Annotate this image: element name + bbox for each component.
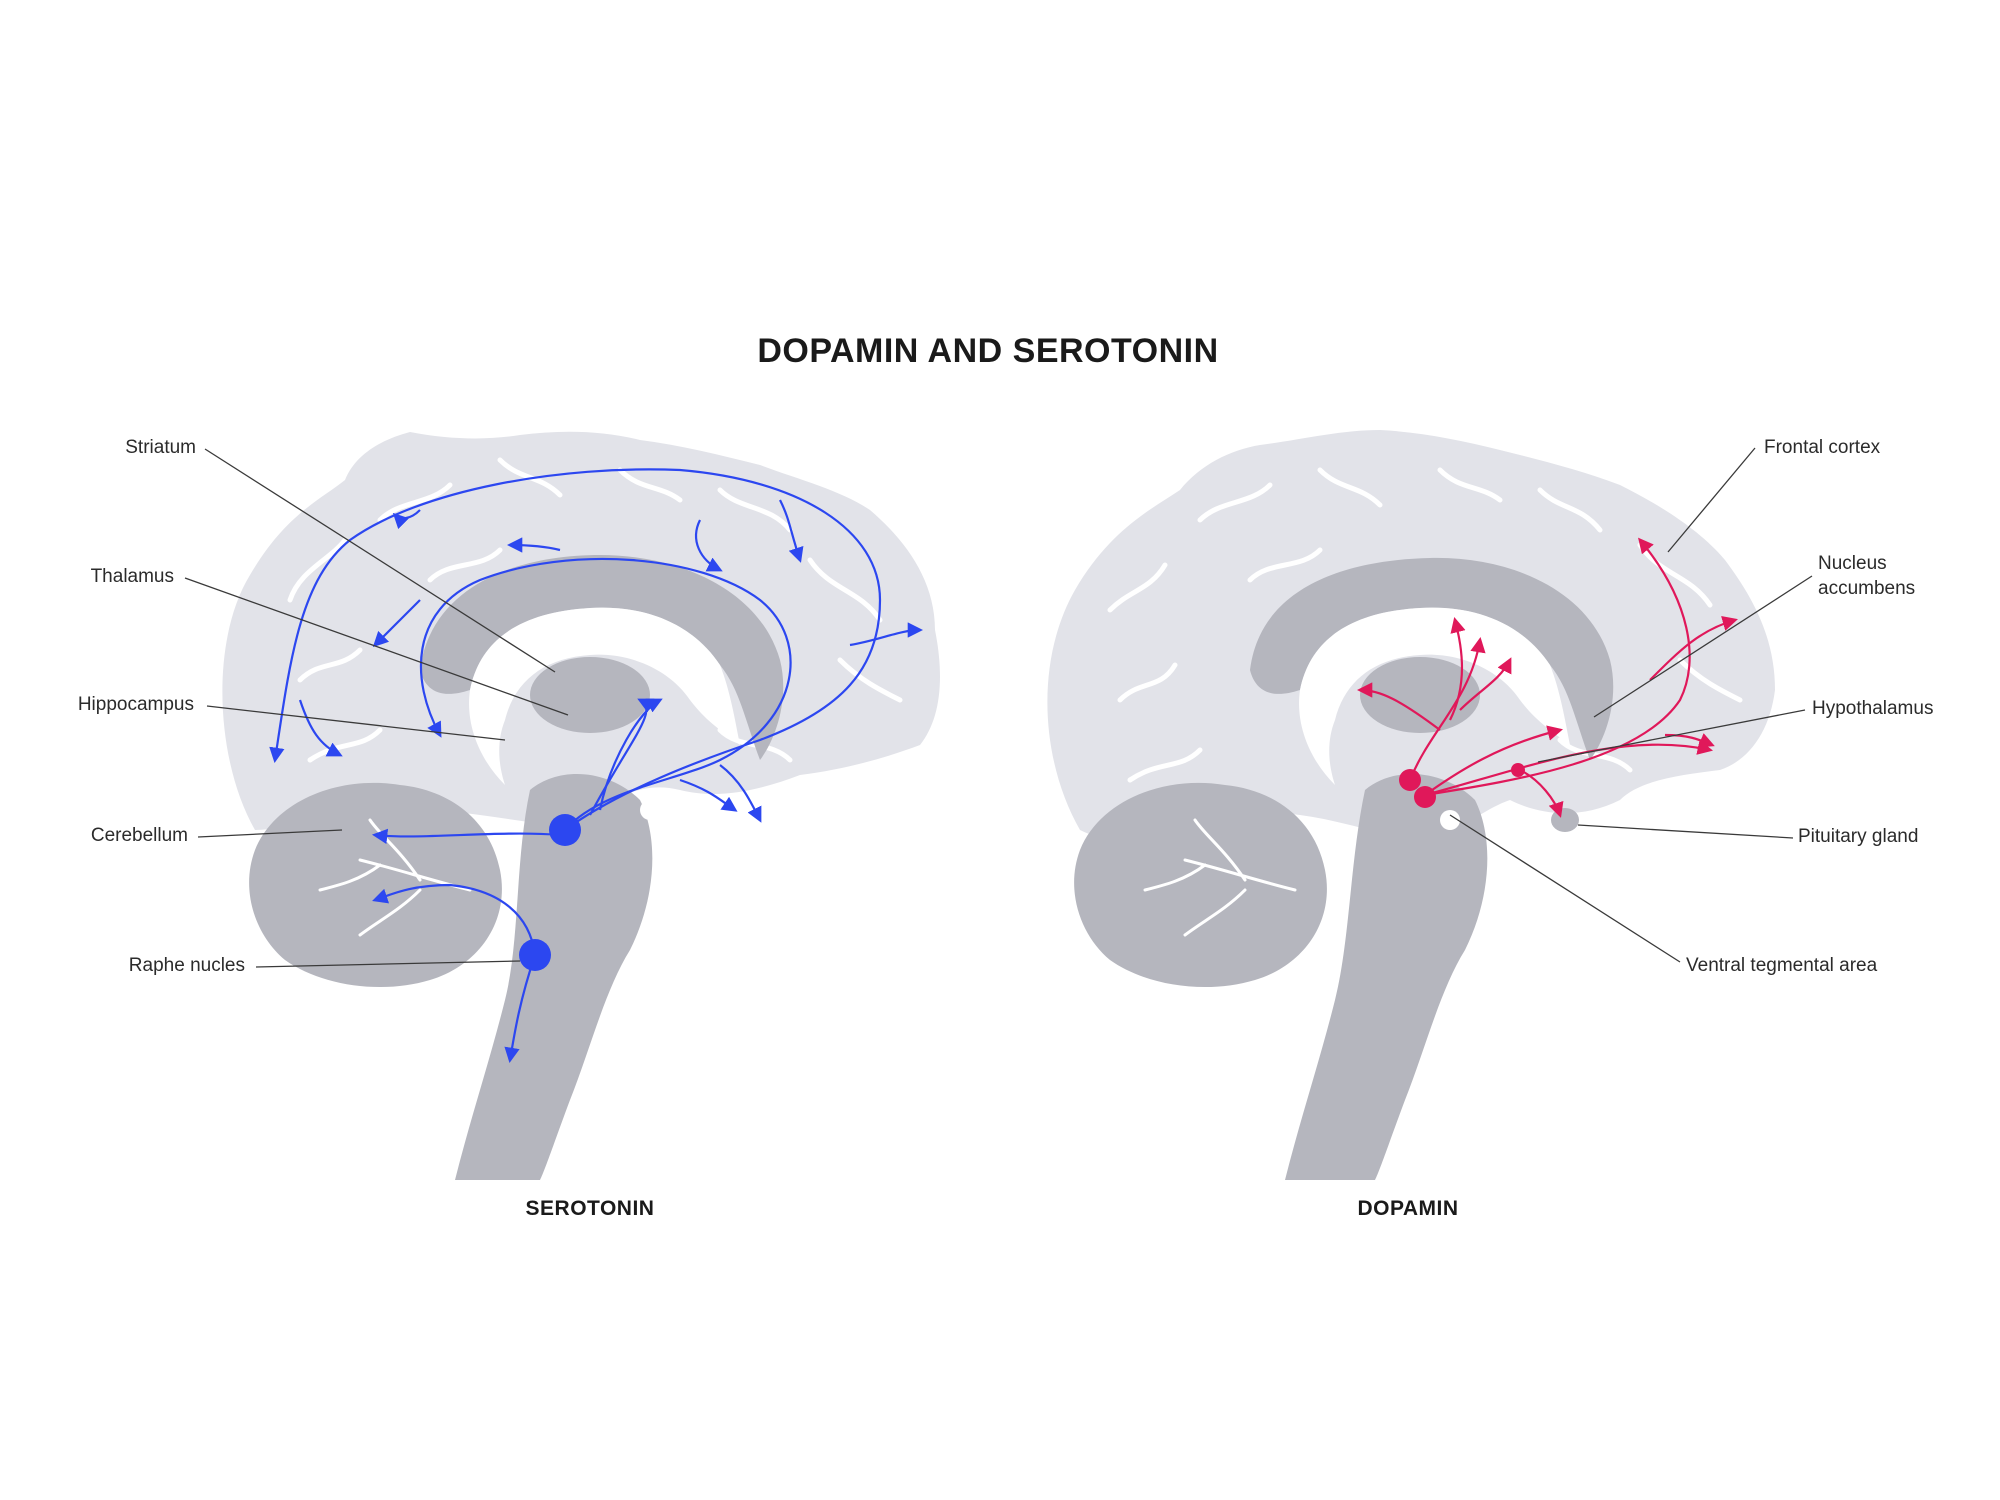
serotonin-branch-1	[849, 622, 924, 647]
dopamin-brainstem	[1285, 773, 1488, 1180]
dopamin-path-up-2	[1459, 657, 1512, 711]
serotonin-mammillary	[640, 800, 660, 820]
serotonin-branch-4	[506, 537, 561, 553]
serotonin-branch-6	[372, 599, 421, 648]
serotonin-source-node-upper	[549, 814, 581, 846]
serotonin-source-node-raphe	[519, 939, 551, 971]
dopamin-path-up-1	[1408, 636, 1486, 781]
leader-nucleus-accumbens	[1593, 575, 1813, 718]
dopamin-thalamus	[1360, 657, 1480, 733]
dopamin-path-frontal	[1424, 537, 1691, 797]
dopamin-leaders	[1449, 447, 1813, 963]
label-ventral-tegmental-area: Ventral tegmental area	[1686, 955, 1878, 976]
serotonin-brainstem	[455, 773, 653, 1180]
serotonin-thalamus	[530, 657, 650, 733]
dopamin-mammillary	[1440, 810, 1460, 830]
serotonin-path-outer	[269, 468, 882, 831]
leader-striatum	[204, 448, 556, 673]
serotonin-pathways	[269, 468, 924, 1064]
leader-hypothalamus	[1537, 709, 1806, 763]
serotonin-ventricle	[469, 607, 740, 785]
dopamin-pituitary-gland	[1551, 808, 1579, 832]
dopamin-gyri	[1107, 467, 1743, 783]
dopamin-path-up-4	[1449, 617, 1466, 721]
serotonin-caption: SEROTONIN	[526, 1197, 655, 1220]
serotonin-branch-3	[695, 519, 723, 572]
serotonin-corpus-callosum	[420, 555, 784, 760]
leader-cerebellum	[197, 829, 343, 838]
label-pituitary-gland: Pituitary gland	[1798, 826, 1918, 847]
serotonin-leaders	[184, 448, 569, 968]
label-cerebellum: Cerebellum	[91, 825, 188, 846]
serotonin-branch-13	[372, 883, 537, 956]
serotonin-branch-7	[298, 699, 343, 757]
dopamin-path-lower	[1664, 733, 1715, 748]
label-striatum: Striatum	[125, 437, 196, 458]
serotonin-brain	[222, 431, 940, 1180]
dopamin-caption: DOPAMIN	[1357, 1197, 1458, 1220]
serotonin-branch-10	[719, 764, 762, 823]
dopamin-ventricle	[1299, 607, 1570, 785]
serotonin-branch-2	[779, 499, 804, 563]
dopamin-corpus-callosum	[1250, 557, 1614, 760]
label-nucleus-accumbens-line-2: accumbens	[1818, 578, 1915, 599]
page-title: DOPAMIN AND SEROTONIN	[757, 332, 1218, 370]
leader-thalamus	[184, 577, 569, 716]
dopamin-path-pituitary	[1519, 769, 1564, 818]
leader-frontal-cortex	[1667, 447, 1756, 553]
dopamin-path-frontal-branch	[1649, 615, 1738, 681]
dopamin-brain	[1047, 430, 1775, 1180]
serotonin-arbor-vitae	[318, 818, 472, 937]
label-hypothalamus: Hypothalamus	[1812, 698, 1933, 719]
dopamin-node-hypothalamus	[1511, 763, 1525, 777]
leader-pituitary	[1577, 824, 1794, 839]
serotonin-branch-12	[371, 828, 561, 845]
serotonin-branch-9	[589, 698, 655, 816]
serotonin-branch-11	[679, 778, 738, 812]
label-nucleus-accumbens-line-1: Nucleus	[1818, 553, 1887, 574]
serotonin-branch-5	[392, 509, 421, 530]
serotonin-labels: Striatum Thalamus Hippocampus Cerebellum…	[78, 437, 245, 976]
dopamin-path-up-3	[1356, 682, 1441, 731]
serotonin-path-inner	[419, 557, 792, 831]
dopamin-arbor-vitae	[1143, 818, 1297, 937]
leader-vta	[1449, 814, 1681, 963]
label-raphe: Raphe nucles	[129, 955, 245, 976]
dopamin-cerebellum	[1074, 782, 1327, 988]
label-thalamus: Thalamus	[91, 566, 174, 587]
dopamin-path-accumbens	[1424, 725, 1563, 796]
label-frontal-cortex: Frontal cortex	[1764, 437, 1881, 458]
dopamin-labels: Frontal cortex Nucleus accumbens Hypotha…	[1686, 437, 1933, 976]
serotonin-cerebellum	[249, 782, 502, 988]
dopamin-node-vta	[1414, 786, 1436, 808]
label-hippocampus: Hippocampus	[78, 694, 194, 715]
leader-raphe	[255, 960, 521, 968]
dopamin-node-1	[1399, 769, 1421, 791]
leader-hippocampus	[206, 705, 506, 741]
